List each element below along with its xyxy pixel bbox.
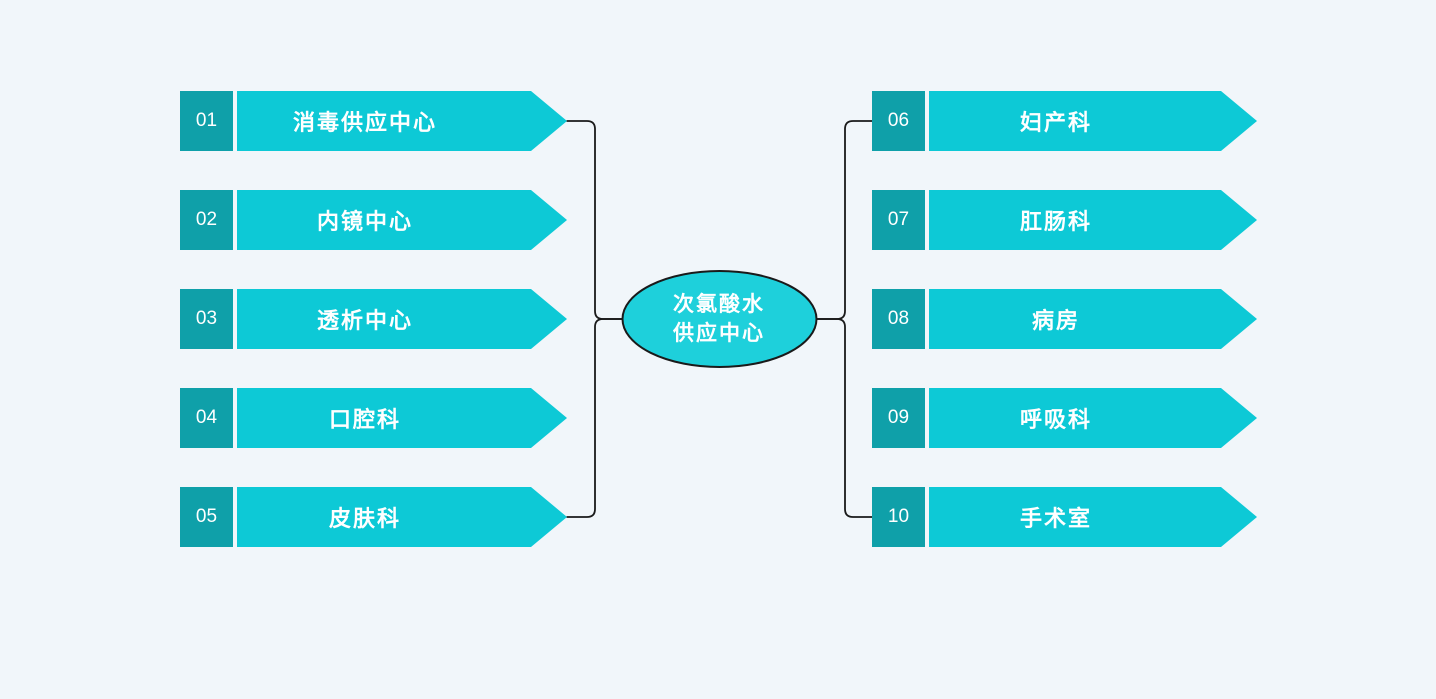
banner-number: 05: [180, 487, 233, 547]
banner-label: 透析中心: [316, 308, 413, 333]
center-node-label-line2: 供应中心: [673, 322, 765, 345]
banner-02: 02 内镜中心: [180, 190, 567, 250]
banner-arrow: 手术室: [929, 487, 1257, 547]
connector-right-top: [816, 120, 873, 320]
banner-04: 04 口腔科: [180, 388, 567, 448]
banner-number: 07: [872, 190, 925, 250]
banner-05: 05 皮肤科: [180, 487, 567, 547]
banner-number: 02: [180, 190, 233, 250]
banner-arrow: 肛肠科: [929, 190, 1257, 250]
banner-number: 09: [872, 388, 925, 448]
banner-label: 内镜中心: [316, 209, 413, 234]
banner-number: 06: [872, 91, 925, 151]
center-node-label: 次氯酸水 供应中心: [619, 290, 819, 348]
banner-arrow: 妇产科: [929, 91, 1257, 151]
banner-01: 01 消毒供应中心: [180, 91, 567, 151]
banner-07: 07 肛肠科: [872, 190, 1257, 250]
banner-arrow: 呼吸科: [929, 388, 1257, 448]
center-node-label-line1: 次氯酸水: [673, 293, 765, 316]
banner-arrow: 透析中心: [237, 289, 567, 349]
banner-label: 手术室: [1019, 506, 1092, 531]
banner-label: 消毒供应中心: [292, 110, 437, 135]
banner-08: 08 病房: [872, 289, 1257, 349]
center-node-ellipse: [621, 270, 818, 368]
banner-number: 08: [872, 289, 925, 349]
banner-label: 皮肤科: [328, 506, 401, 531]
banner-label: 呼吸科: [1019, 407, 1092, 432]
banner-arrow: 消毒供应中心: [237, 91, 567, 151]
banner-label: 口腔科: [328, 407, 401, 432]
connector-left-top: [566, 120, 624, 320]
banner-label: 肛肠科: [1019, 209, 1092, 234]
banner-06: 06 妇产科: [872, 91, 1257, 151]
banner-03: 03 透析中心: [180, 289, 567, 349]
banner-label: 妇产科: [1019, 110, 1092, 135]
banner-arrow: 内镜中心: [237, 190, 567, 250]
banner-arrow: 口腔科: [237, 388, 567, 448]
banner-number: 10: [872, 487, 925, 547]
connector-right-bottom: [816, 318, 873, 518]
banner-label: 病房: [1031, 308, 1080, 333]
banner-arrow: 病房: [929, 289, 1257, 349]
connector-left-bottom: [566, 318, 624, 518]
banner-number: 03: [180, 289, 233, 349]
banner-number: 04: [180, 388, 233, 448]
banner-09: 09 呼吸科: [872, 388, 1257, 448]
banner-number: 01: [180, 91, 233, 151]
banner-10: 10 手术室: [872, 487, 1257, 547]
banner-arrow: 皮肤科: [237, 487, 567, 547]
